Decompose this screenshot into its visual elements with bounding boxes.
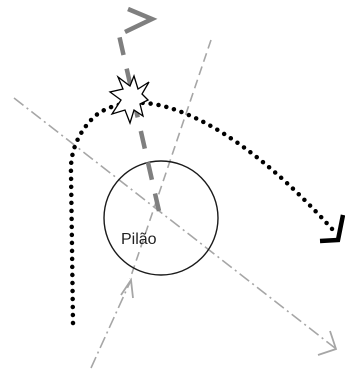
collision-starburst-icon xyxy=(108,74,150,125)
dash-dot-lower-line xyxy=(90,279,132,369)
gray-dashed-line xyxy=(129,39,212,280)
lower-arrow-head xyxy=(120,277,134,299)
pilao-label: Pilão xyxy=(121,231,157,248)
dash-dot-diagonal-line xyxy=(13,97,336,349)
top-arrow-head xyxy=(124,6,158,35)
diagonal-arrow-head xyxy=(317,330,338,356)
pilao-circle xyxy=(103,160,219,276)
dotted-trajectory-path xyxy=(68,100,336,326)
trajectory-end-marker xyxy=(319,214,345,244)
